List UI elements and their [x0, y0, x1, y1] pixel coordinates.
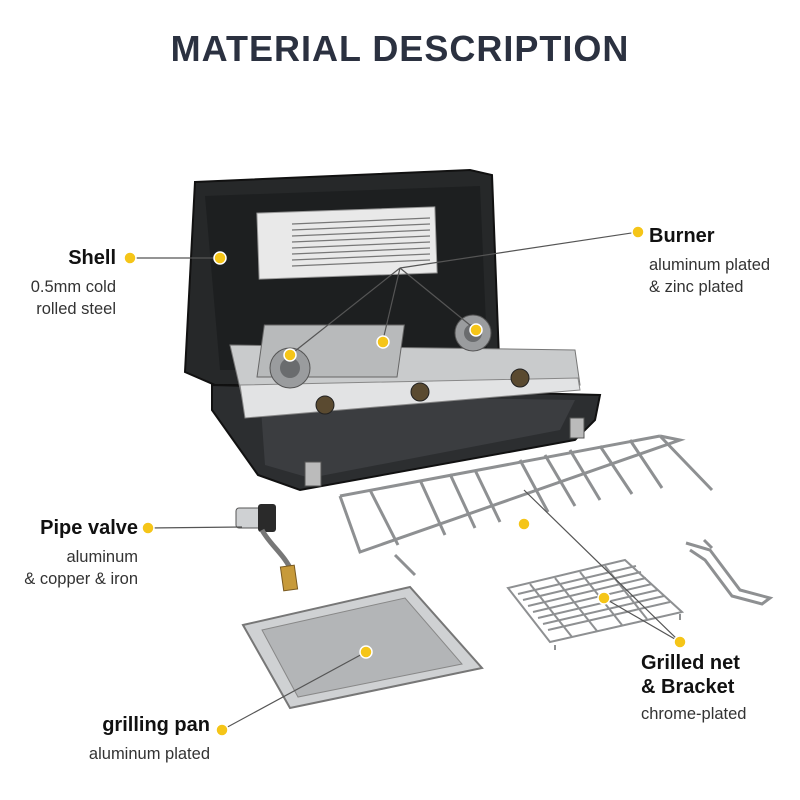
callout-pipe-desc: aluminum & copper & iron: [24, 546, 138, 590]
callout-dots: [123, 225, 687, 737]
grill-bracket: [338, 434, 714, 577]
callout-shell-desc2: rolled steel: [36, 300, 116, 318]
callout-grill: Grilled net & Bracket chrome-plated: [641, 651, 746, 725]
callout-burner-name: Burner: [649, 225, 715, 247]
callout-pan: grilling pan aluminum plated: [89, 713, 210, 765]
stove-base: [211, 314, 602, 492]
callout-dot-shell: [123, 251, 137, 265]
callout-grill-desc1: chrome-plated: [641, 705, 747, 723]
callout-dot-grill: [673, 635, 687, 649]
callout-shell: Shell: [68, 246, 116, 270]
callout-dot-pan: [215, 723, 229, 737]
latch: [569, 417, 585, 439]
callout-burner-desc1: aluminum plated: [649, 256, 771, 274]
callout-burner: Burner aluminum plated & zinc plated: [649, 224, 770, 298]
callout-dot-burner: [631, 225, 645, 239]
callout-grill-name2: & Bracket: [641, 676, 735, 698]
callout-pan-name: grilling pan: [102, 714, 210, 736]
callout-dot-pipe: [141, 521, 155, 535]
callout-shell-name: Shell: [68, 247, 116, 269]
pipe-valve-part: [235, 504, 299, 592]
callout-grill-name1: Grilled net: [641, 652, 740, 674]
callout-pipe-desc1: aluminum: [66, 548, 138, 566]
handle-tool: [685, 538, 774, 606]
callout-pan-desc1: aluminum plated: [88, 745, 210, 763]
grilled-net: [506, 558, 685, 650]
warning-label: [256, 206, 438, 280]
callout-burner-desc2: & zinc plated: [649, 278, 744, 296]
latch: [304, 461, 322, 487]
callout-pipe-desc2: & copper & iron: [24, 570, 138, 588]
callout-pipe-name: Pipe valve: [40, 517, 138, 539]
callout-pipe: Pipe valve: [40, 516, 138, 540]
callout-shell-desc1: 0.5mm cold: [30, 278, 116, 296]
page-title: MATERIAL DESCRIPTION: [170, 28, 630, 69]
callout-shell-desc: 0.5mm cold rolled steel: [31, 276, 116, 320]
leader-lines: [130, 231, 681, 731]
